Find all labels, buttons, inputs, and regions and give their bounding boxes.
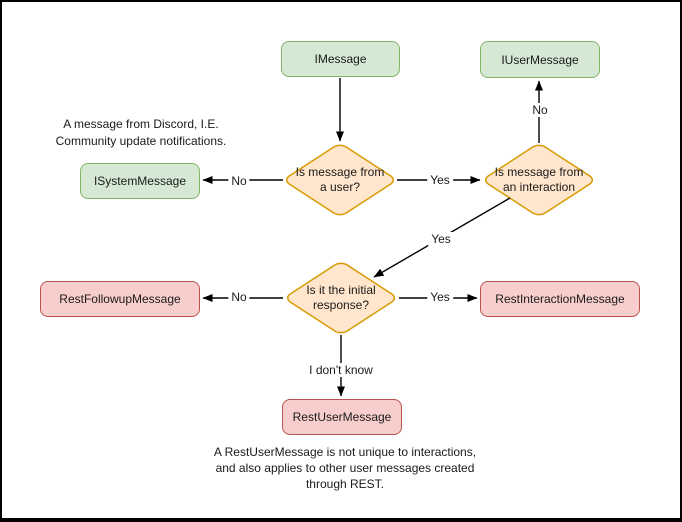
decision-from-user-shape	[283, 143, 397, 217]
decision-initial-response-label: Is it the initial response?	[306, 283, 376, 312]
decision-from-interaction-label: Is message from an interaction	[494, 165, 584, 194]
edge-label-no-isystemmessage: No	[228, 174, 250, 188]
decision-initial-response-shape	[284, 261, 398, 335]
edge-label-yes-from-interaction: Yes	[427, 173, 453, 187]
node-restfollowupmessage: RestFollowupMessage	[40, 281, 200, 317]
note-line: Community update notifications.	[55, 134, 227, 148]
node-iusermessage: IUserMessage	[480, 41, 600, 78]
note-line: through REST.	[305, 477, 385, 491]
edge-label-yes-restinteraction: Yes	[427, 290, 453, 304]
node-imessage: IMessage	[281, 41, 400, 77]
note-rest-user-message: A RestUserMessage is not unique to inter…	[180, 444, 510, 492]
edge-label-no-restfollowup: No	[228, 290, 250, 304]
note-line: and also applies to other user messages …	[215, 461, 475, 475]
node-isystemmessage: ISystemMessage	[80, 163, 200, 199]
note-system-message: A message from Discord, I.E. Community u…	[40, 116, 242, 150]
note-line: A RestUserMessage is not unique to inter…	[213, 445, 477, 459]
node-restusermessage: RestUserMessage	[282, 399, 402, 435]
edge-label-yes-initial-response: Yes	[428, 232, 454, 246]
node-restinteractionmessage: RestInteractionMessage	[480, 281, 640, 317]
edge-label-i-dont-know: I don't know	[306, 363, 376, 377]
edge-label-no-iusermessage: No	[529, 103, 551, 117]
decision-from-interaction-shape	[482, 143, 596, 217]
decision-from-user-label: Is message from a user?	[295, 165, 385, 194]
note-line: A message from Discord, I.E.	[63, 117, 219, 131]
